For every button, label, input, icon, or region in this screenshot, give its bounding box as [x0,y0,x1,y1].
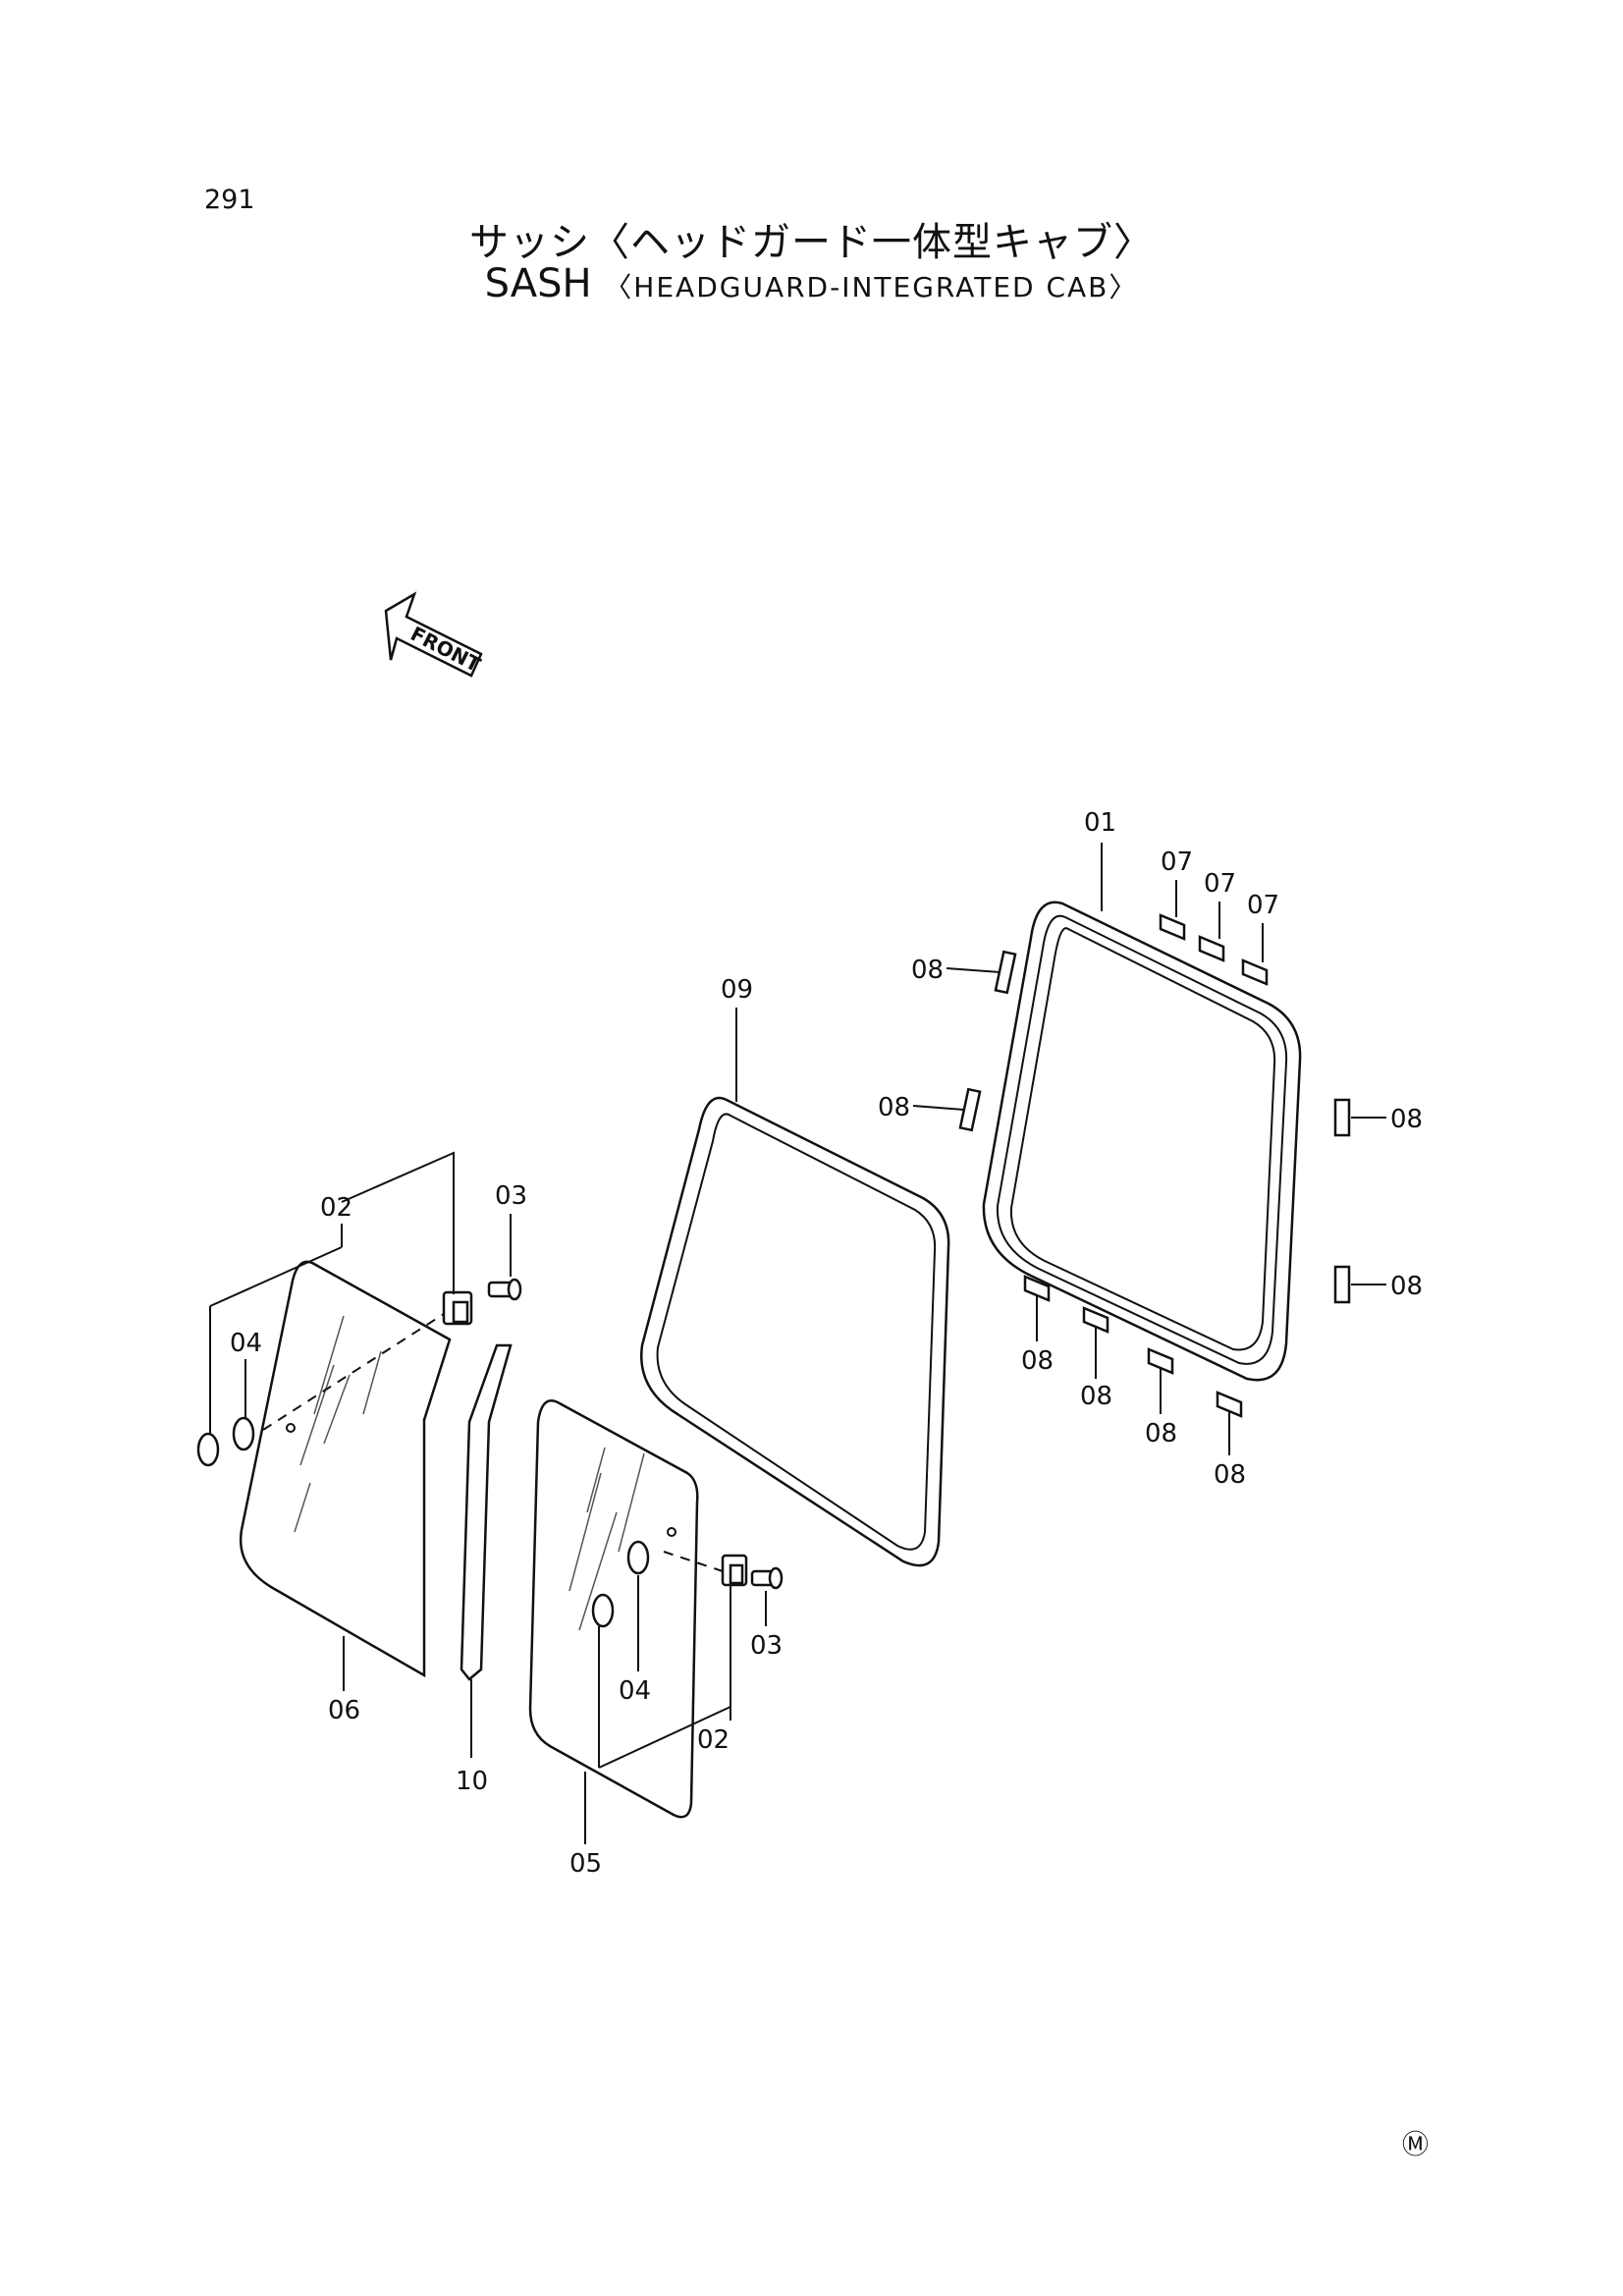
screw-03-b [750,1566,784,1590]
callout-08-h: 08 [1214,1460,1246,1490]
sash-frame-01 [982,901,1302,1382]
callout-07-c: 07 [1247,891,1279,920]
title-english-sub: 〈HEADGUARD-INTEGRATED CAB〉 [604,271,1139,303]
front-arrow-icon: FRONT [384,591,485,678]
callout-04-a: 04 [230,1329,262,1358]
knob-04-b-pair [591,1540,650,1628]
callout-06: 06 [328,1696,360,1725]
knob-04-a-pair [196,1416,255,1467]
callout-08-e: 08 [1021,1346,1054,1376]
callout-10: 10 [456,1767,488,1796]
callout-08-f: 08 [1080,1382,1112,1411]
callout-03-a: 03 [495,1181,527,1211]
weatherstrip-09 [640,1096,950,1567]
callout-09: 09 [721,975,753,1005]
callout-08-g: 08 [1145,1419,1177,1449]
seal-strip-10 [460,1343,513,1681]
callout-08-b: 08 [878,1093,910,1122]
callout-03-b: 03 [750,1631,783,1661]
block-07-a [1159,913,1186,941]
block-08-c [1333,1098,1351,1137]
screw-03-a [487,1278,522,1301]
callout-08-d: 08 [1390,1272,1423,1301]
callout-04-b: 04 [619,1676,651,1706]
callout-07-b: 07 [1204,869,1236,899]
callout-08-c: 08 [1390,1105,1423,1134]
block-08-b [958,1087,982,1132]
page-title-english: SASH 〈HEADGUARD-INTEGRATED CAB〉 [0,261,1623,306]
callout-02-b: 02 [697,1725,730,1755]
block-08-e [1023,1275,1051,1302]
block-08-f [1082,1306,1109,1334]
glass-06 [239,1260,452,1678]
block-08-h [1216,1391,1243,1418]
latch-02-b [721,1554,748,1587]
leader-lines [209,843,1386,1844]
block-07-c [1241,958,1269,986]
block-08-a [994,950,1017,995]
block-08-g [1147,1347,1174,1375]
callout-05: 05 [569,1849,602,1879]
m-mark-icon: Ⓜ [1402,2130,1429,2160]
latch-02-a [442,1290,473,1326]
page-number: 291 [204,185,255,215]
callout-02-a: 02 [320,1193,352,1223]
callout-01: 01 [1084,808,1116,838]
block-08-d [1333,1265,1351,1304]
callout-08-a: 08 [911,956,944,985]
block-07-b [1198,935,1225,962]
callout-07-a: 07 [1161,847,1193,877]
page-title-japanese: サッシ〈ヘッドガード一体型キャブ〉 [469,220,1154,265]
title-english-main: SASH [484,261,592,306]
